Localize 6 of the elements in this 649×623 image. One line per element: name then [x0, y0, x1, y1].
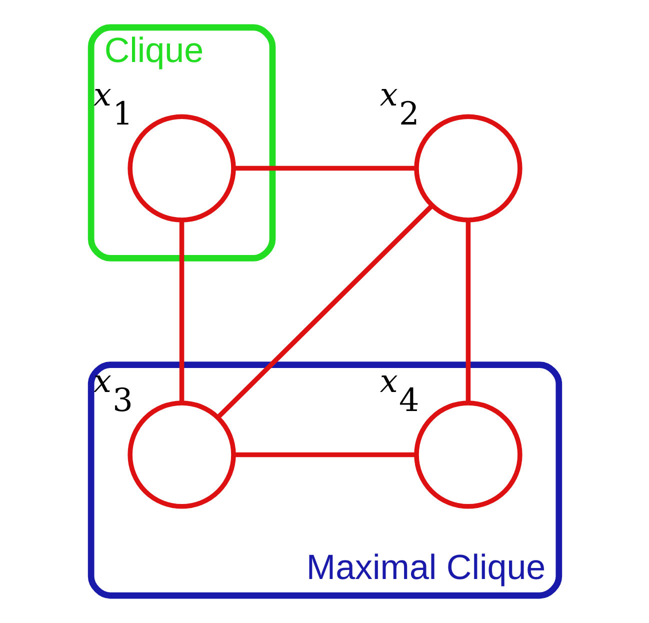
connector: [233, 166, 416, 171]
connector: [216, 204, 434, 420]
connector: [178, 220, 184, 403]
connector: [233, 452, 416, 458]
node-circle: [127, 114, 236, 222]
connector: [465, 220, 470, 403]
